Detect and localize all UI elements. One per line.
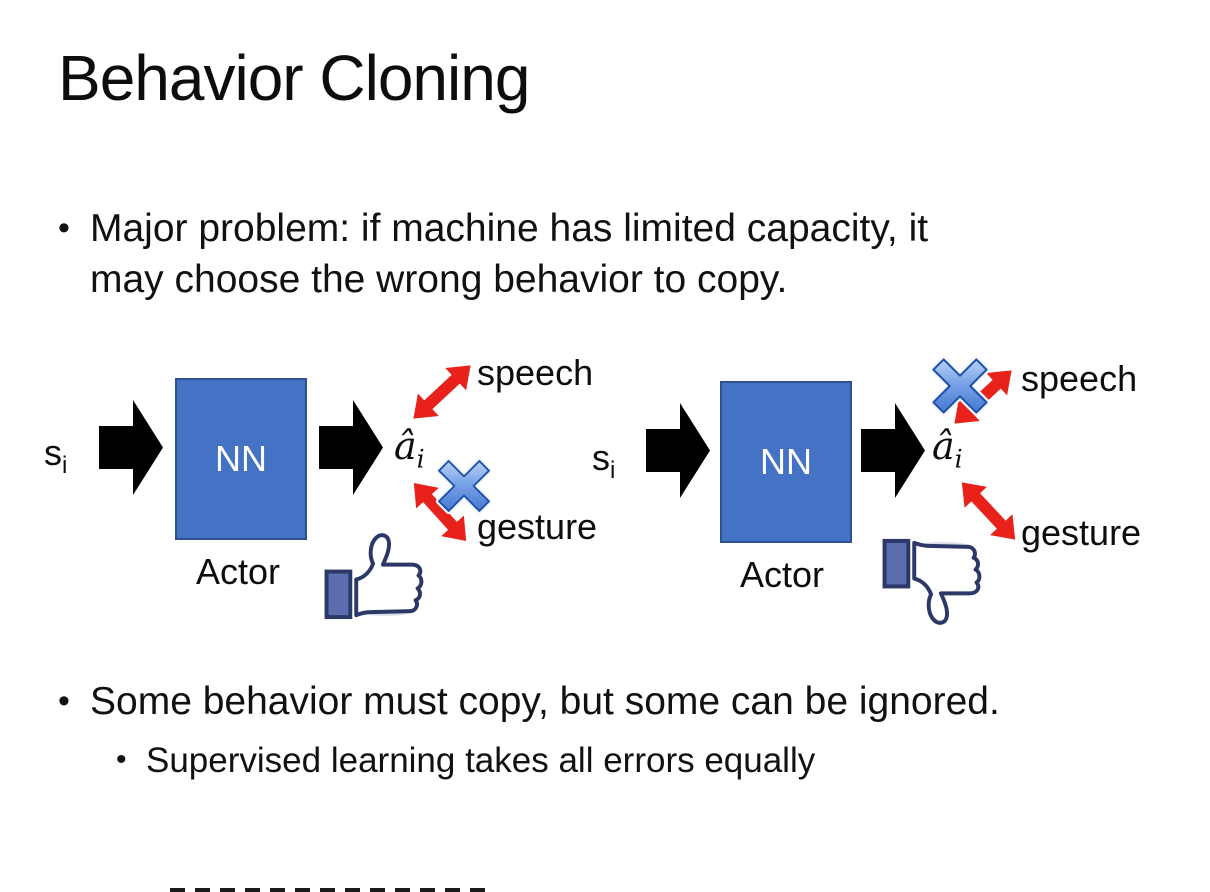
left-output-action-label: âi: [394, 424, 425, 474]
left-speech-double-arrow-icon: [413, 365, 471, 419]
bullet-marker: •: [116, 743, 127, 776]
bullet-marker: •: [58, 209, 70, 247]
left-cross-out-icon: [435, 457, 493, 515]
left-nn-box: NN: [175, 378, 307, 540]
right-action-speech-label: speech: [1021, 358, 1138, 399]
right-action-gesture-label: gesture: [1021, 512, 1142, 553]
left-gesture-double-arrow-icon: [413, 482, 467, 542]
right-gesture-double-arrow-icon: [961, 482, 1016, 540]
left-actor-caption: Actor: [196, 551, 281, 592]
right-input-block-arrow-icon: [646, 403, 710, 498]
page-title: Behavior Cloning: [58, 42, 530, 114]
bullet-some-behavior: • Some behavior must copy, but some can …: [58, 676, 1178, 727]
left-action-speech-label: speech: [477, 352, 594, 393]
right-input-state-label: si: [592, 437, 616, 485]
right-output-action-label: âi: [932, 424, 963, 474]
thumbs-down-icon: [882, 538, 982, 625]
right-output-block-arrow-icon: [861, 403, 925, 498]
left-input-state-label: si: [44, 432, 68, 480]
bullet-major-problem: • Major problem: if machine has limited …: [58, 203, 1138, 306]
bullet-marker: •: [58, 682, 70, 720]
bullet-text: Major problem: if machine has limited ca…: [90, 207, 929, 302]
cutoff-next-line-artifact: [170, 888, 490, 892]
thumbs-up-icon: [324, 533, 424, 620]
left-input-block-arrow-icon: [99, 400, 163, 495]
left-output-block-arrow-icon: [319, 400, 383, 495]
right-cross-out-icon: [930, 356, 990, 416]
left-action-gesture-label: gesture: [477, 506, 598, 547]
right-actor-caption: Actor: [740, 554, 825, 595]
bullet-supervised-learning: • Supervised learning takes all errors e…: [116, 738, 1156, 784]
right-nn-box: NN: [720, 381, 852, 543]
